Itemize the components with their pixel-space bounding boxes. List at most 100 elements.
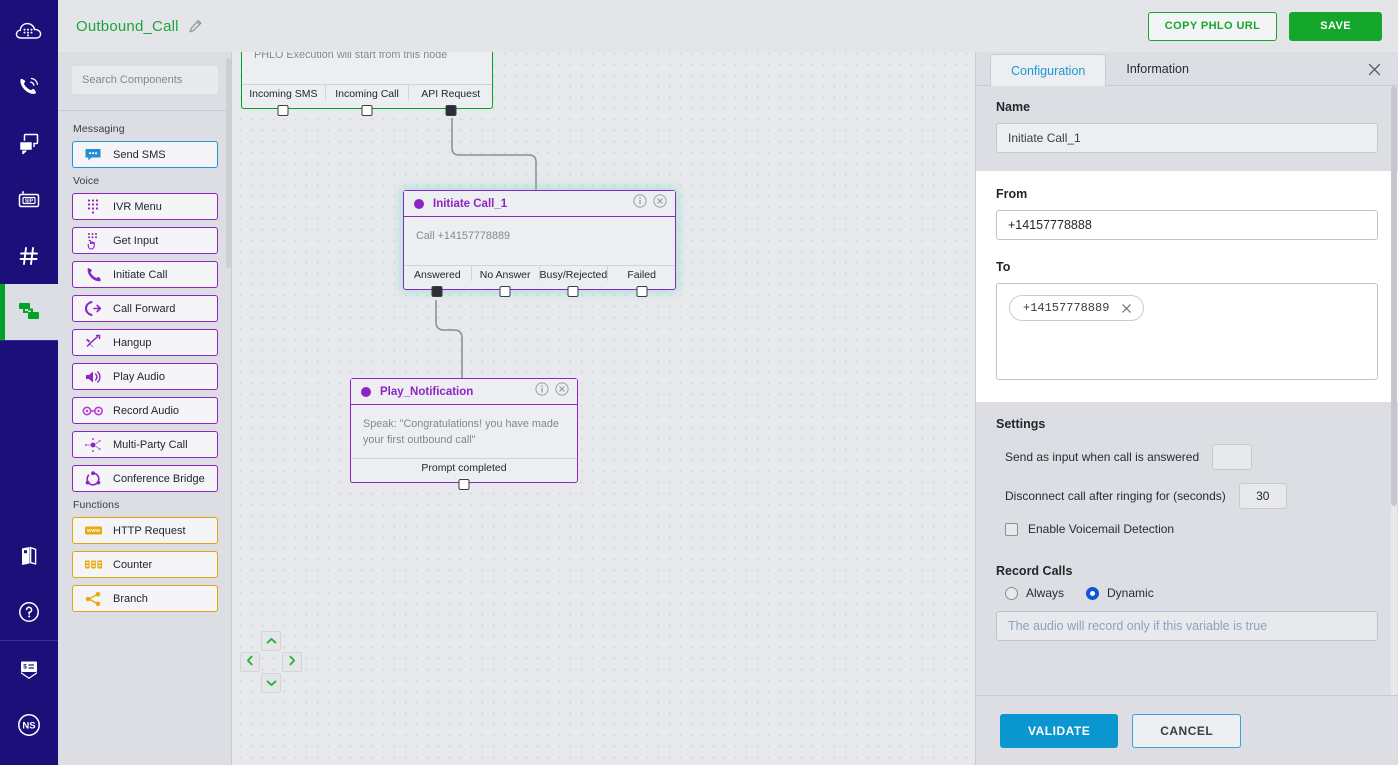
- rail-item-overview[interactable]: [0, 4, 58, 60]
- send-as-input-field[interactable]: [1212, 444, 1253, 470]
- copy-phlo-url-button[interactable]: COPY PHLO URL: [1147, 11, 1278, 41]
- port-knob[interactable]: [361, 105, 373, 116]
- radio-dynamic-control[interactable]: [1086, 586, 1100, 600]
- node-header[interactable]: Initiate Call_1: [404, 191, 675, 217]
- rail-item-voice[interactable]: [0, 60, 58, 116]
- port-prompt-completed[interactable]: Prompt completed: [351, 459, 577, 491]
- hash-number-icon: [17, 244, 41, 268]
- port-incoming-sms[interactable]: Incoming SMS: [242, 85, 325, 116]
- port-incoming-call[interactable]: Incoming Call: [324, 85, 409, 116]
- help-circle-icon: [16, 599, 42, 625]
- name-input[interactable]: [996, 123, 1378, 153]
- port-api-request[interactable]: API Request: [408, 85, 492, 116]
- palette-item-play-audio[interactable]: Play Audio: [72, 363, 218, 390]
- palette-item-counter[interactable]: Counter: [72, 551, 218, 578]
- branch-icon: [73, 591, 113, 607]
- radio-always-control[interactable]: [1005, 586, 1018, 600]
- palette-group-label-messaging: Messaging: [73, 123, 125, 135]
- pencil-icon[interactable]: [188, 19, 203, 34]
- counter-icon: [73, 559, 113, 570]
- radio-always[interactable]: Always: [1005, 586, 1064, 600]
- palette-item-label: Send SMS: [113, 148, 166, 161]
- pan-left-button[interactable]: [240, 652, 260, 672]
- port-knob[interactable]: [431, 286, 443, 297]
- port-failed[interactable]: Failed: [607, 266, 675, 297]
- port-no-answer[interactable]: No Answer: [470, 266, 539, 297]
- rail-item-phone-numbers[interactable]: [0, 228, 58, 284]
- palette-item-hangup[interactable]: Hangup: [72, 329, 218, 356]
- tab-configuration[interactable]: Configuration: [990, 54, 1107, 86]
- palette-item-conference-bridge[interactable]: Conference Bridge: [72, 465, 218, 492]
- config-scrollbar-thumb[interactable]: [1391, 86, 1397, 506]
- node-header[interactable]: Play_Notification: [351, 379, 577, 405]
- port-knob[interactable]: [458, 479, 470, 491]
- cancel-button[interactable]: CANCEL: [1132, 713, 1242, 748]
- palette-item-get-input[interactable]: Get Input: [72, 227, 218, 254]
- radio-dynamic[interactable]: Dynamic: [1086, 586, 1154, 600]
- disconnect-seconds-input[interactable]: 30: [1238, 483, 1287, 509]
- primary-nav-rail: SIP $: [0, 0, 58, 765]
- palette-search-area: [58, 52, 231, 111]
- palette-scrollbar-thumb[interactable]: [226, 58, 231, 268]
- rail-item-help[interactable]: [0, 584, 58, 640]
- section-settings: Settings Send as input when call is answ…: [976, 402, 1398, 550]
- save-button[interactable]: SAVE: [1289, 11, 1382, 41]
- pan-up-button[interactable]: [261, 631, 281, 651]
- get-input-icon: [73, 232, 113, 250]
- port-knob[interactable]: [445, 105, 457, 116]
- port-knob[interactable]: [277, 105, 289, 116]
- palette-item-ivr-menu[interactable]: IVR Menu: [72, 193, 218, 220]
- close-icon[interactable]: [555, 382, 569, 401]
- validate-button[interactable]: VALIDATE: [1000, 713, 1119, 748]
- search-components-input[interactable]: [72, 66, 218, 94]
- record-audio-icon: [73, 405, 113, 417]
- hangup-icon: [73, 334, 113, 351]
- palette-item-multi-party-call[interactable]: Multi-Party Call: [72, 431, 218, 458]
- rail-item-sip-trunking[interactable]: SIP: [0, 172, 58, 228]
- palette-item-http-request[interactable]: WWW HTTP Request: [72, 517, 218, 544]
- section-to: To +14157778889: [976, 244, 1398, 402]
- close-icon[interactable]: [653, 194, 667, 213]
- to-chips-input[interactable]: +14157778889: [996, 283, 1378, 380]
- palette-item-send-sms[interactable]: Send SMS: [72, 141, 218, 168]
- port-knob[interactable]: [636, 286, 648, 297]
- node-initiate-call-1[interactable]: Initiate Call_1 Call +14157778889 Answer…: [403, 190, 676, 297]
- palette-scrollbar[interactable]: [226, 58, 231, 698]
- rail-item-docs[interactable]: [0, 528, 58, 584]
- port-label: Busy/Rejected: [539, 269, 608, 281]
- info-icon[interactable]: [633, 194, 647, 213]
- palette-item-record-audio[interactable]: Record Audio: [72, 397, 218, 424]
- chip-remove-icon[interactable]: [1121, 303, 1132, 314]
- port-answered[interactable]: Answered: [404, 266, 471, 297]
- rail-item-messaging[interactable]: [0, 116, 58, 172]
- port-busy-rejected[interactable]: Busy/Rejected: [538, 266, 608, 297]
- voicemail-checkbox[interactable]: [1005, 522, 1018, 536]
- port-knob[interactable]: [567, 286, 579, 297]
- pan-right-button[interactable]: [282, 652, 302, 672]
- voicemail-detection-row[interactable]: Enable Voicemail Detection: [996, 522, 1378, 536]
- rail-item-phlo[interactable]: [0, 284, 58, 340]
- palette-item-call-forward[interactable]: Call Forward: [72, 295, 218, 322]
- tab-information[interactable]: Information: [1126, 62, 1189, 76]
- port-label: Prompt completed: [421, 462, 507, 475]
- port-label: Incoming Call: [335, 88, 399, 100]
- port-label: Failed: [627, 269, 656, 281]
- record-variable-input[interactable]: [996, 611, 1378, 641]
- from-label: From: [996, 187, 1028, 201]
- svg-text:NS: NS: [22, 721, 35, 732]
- node-description: PHLO Execution will start from this node: [254, 49, 448, 61]
- info-icon[interactable]: [535, 382, 549, 401]
- radio-dynamic-label: Dynamic: [1107, 586, 1154, 600]
- from-input[interactable]: [996, 210, 1378, 240]
- port-knob[interactable]: [499, 286, 511, 297]
- palette-item-initiate-call[interactable]: Initiate Call: [72, 261, 218, 288]
- config-scrollbar[interactable]: [1391, 86, 1397, 695]
- rail-item-billing[interactable]: $: [0, 641, 58, 697]
- rail-item-account[interactable]: NS: [0, 697, 58, 753]
- node-play-notification[interactable]: Play_Notification Speak: "Congratulation…: [350, 378, 578, 491]
- palette-item-branch[interactable]: Branch: [72, 585, 218, 612]
- palette-group-label-functions: Functions: [73, 499, 120, 511]
- close-icon[interactable]: [1367, 62, 1382, 77]
- pan-down-button[interactable]: [261, 673, 281, 693]
- phone-chip[interactable]: +14157778889: [1009, 295, 1145, 321]
